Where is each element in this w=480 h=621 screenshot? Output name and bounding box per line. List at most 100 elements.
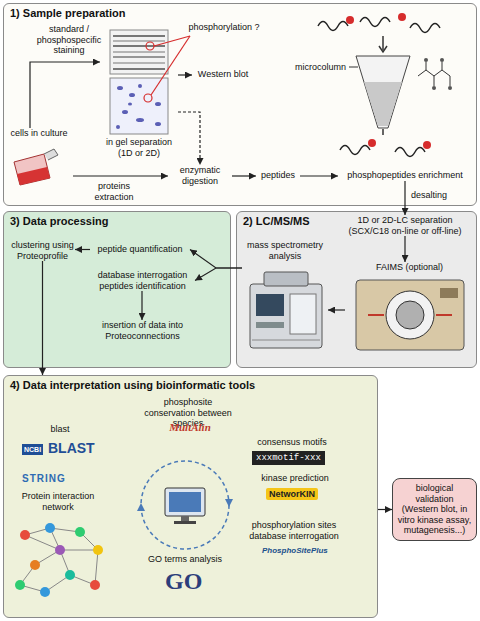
callout-label: phosphorylation ? [184, 22, 264, 33]
step-label-box: mass spectrometry analysis [242, 240, 328, 360]
gel-image [155, 122, 161, 126]
faims-device [440, 288, 458, 298]
computer-cycle [141, 461, 229, 549]
microcolumn-illustration [423, 141, 431, 149]
microcolumn-illustration [382, 129, 384, 135]
microcolumn-illustration [418, 70, 450, 76]
logo-text: PhosphoSitePlus [262, 546, 328, 556]
flow-arrow [404, 236, 405, 262]
flow-arrow [190, 250, 242, 269]
protein-network [60, 550, 98, 551]
phosphorylation-marker [151, 36, 190, 95]
logo-text: STRING [22, 473, 66, 485]
gel-image [113, 63, 165, 64]
gel-image [113, 52, 165, 53]
gel-image [136, 118, 144, 122]
mass-spectrometer [290, 294, 316, 334]
microcolumn-illustration [346, 16, 354, 24]
flow-arrow [73, 175, 168, 176]
gel-image [110, 30, 168, 74]
protein-network [20, 565, 35, 585]
protein-network [65, 570, 75, 580]
step-label-box: clustering using Proteoprofile [10, 240, 75, 261]
faims-device [356, 280, 464, 350]
microcolumn-illustration [448, 86, 452, 90]
culture-flask [14, 149, 58, 185]
microcolumn-illustration [368, 139, 376, 147]
flow-arrow [75, 249, 90, 250]
protein-network [70, 575, 95, 585]
microcolumn-illustration [432, 86, 436, 90]
tool-label: kinase prediction [245, 473, 345, 484]
panel-heading: 1) Sample preparation [4, 4, 476, 20]
note-label: desalting [411, 190, 466, 201]
computer-cycle [137, 503, 145, 511]
protein-network [60, 550, 70, 575]
callout-label: microcolumn [288, 62, 346, 73]
step-label-box: FAIMS (optional) [345, 262, 474, 358]
logo-text: MultAlin [150, 421, 230, 434]
step-label: database interrogation peptides identifi… [90, 270, 195, 291]
logo-text: NetworKIN [266, 488, 318, 500]
phosphorylation-marker [146, 42, 154, 50]
protein-network [45, 575, 70, 592]
step-label-box: enzymatic digestion [168, 165, 232, 186]
flow-arrow [378, 509, 392, 510]
step-label: biological validation (Western blot, in … [397, 483, 472, 536]
protein-network [40, 587, 50, 597]
step-label-box: Western blot [192, 69, 254, 80]
logo-text: NCBI [22, 444, 43, 455]
microcolumn-illustration [356, 56, 410, 128]
flow-arrow [300, 175, 338, 176]
microcolumn-illustration [395, 148, 425, 157]
microcolumn-illustration [360, 18, 390, 27]
step-label: FAIMS (optional) [345, 262, 474, 273]
mass-spectrometer [256, 294, 284, 316]
step-label-box: insertion of data into Proteoconnections [90, 320, 195, 341]
tool-label: Protein interaction network [6, 491, 110, 512]
gel-image [129, 93, 135, 97]
protein-network [15, 523, 103, 597]
culture-flask [14, 154, 50, 185]
protein-network [95, 550, 98, 585]
mass-spectrometer [250, 272, 322, 348]
protein-network [15, 580, 25, 590]
step-label: Western blot [192, 69, 254, 80]
gel-image [110, 30, 168, 134]
computer-cycle [225, 499, 233, 507]
validation-box: biological validation (Western blot, in … [392, 478, 477, 541]
note-label: standard / phosphospecific staining [33, 24, 105, 56]
step-label: cells in culture [5, 128, 73, 139]
gel-image [116, 125, 120, 129]
protein-network [20, 528, 98, 592]
microcolumn-illustration [410, 24, 440, 33]
microcolumn-illustration [364, 82, 402, 126]
step-label: in gel separation (1D or 2D) [100, 137, 178, 158]
logo-text: GO [165, 568, 202, 594]
faims-device [386, 291, 434, 339]
gel-image [113, 45, 165, 47]
mass-spectrometer [252, 340, 320, 341]
gel-image [113, 35, 165, 37]
tool-label: phosphorylation sites database interroga… [240, 520, 348, 541]
mass-spectrometer [264, 272, 308, 286]
step-label: mass spectrometry analysis [242, 240, 328, 261]
microcolumn-illustration [349, 67, 358, 68]
mass-spectrometer [256, 322, 284, 328]
protein-network [20, 530, 30, 540]
gel-image [113, 68, 165, 70]
step-label-box: phosphopeptides enrichment [338, 170, 472, 181]
gel-image [138, 84, 142, 88]
microcolumn-illustration [340, 146, 370, 155]
tool-label: GO terms analysis [135, 554, 235, 565]
phosphorylation-marker [144, 94, 152, 102]
gel-image [122, 110, 128, 114]
phosphorylation-marker [154, 36, 190, 46]
microcolumn-illustration [418, 62, 450, 86]
step-label-box: in gel separation (1D or 2D) [100, 28, 178, 158]
microcolumn-illustration [318, 13, 452, 157]
culture-flask [44, 149, 58, 160]
computer-cycle [169, 492, 201, 512]
microcolumn-illustration [440, 58, 444, 62]
